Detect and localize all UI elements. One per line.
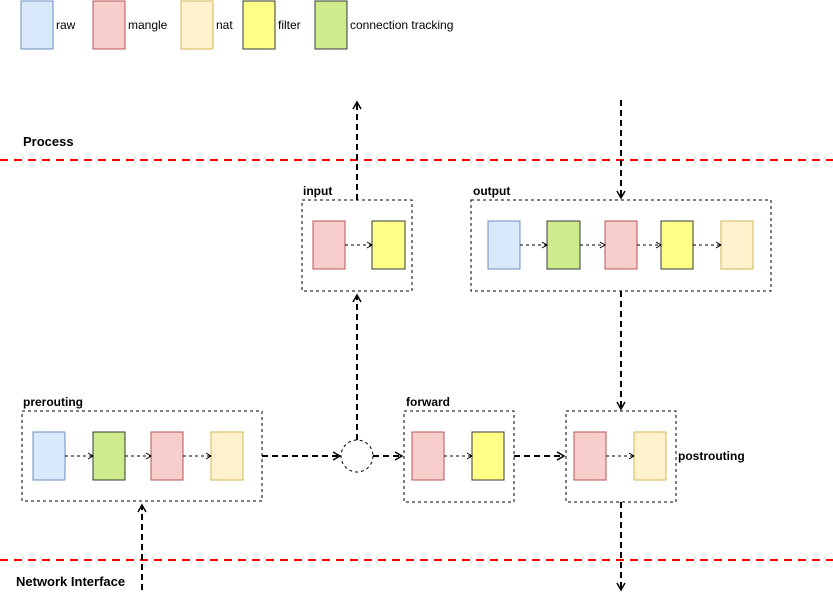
postrouting-table-nat [633, 431, 667, 481]
zone-label-process: Process [23, 134, 74, 149]
legend-swatch-nat [180, 0, 214, 50]
input-table-mangle [312, 220, 346, 270]
prerouting-table-raw [32, 431, 66, 481]
prerouting-table-mangle [150, 431, 184, 481]
output-table-raw [487, 220, 521, 270]
forward-table-filter [471, 431, 505, 481]
chain-prerouting: prerouting [21, 395, 263, 502]
legend-label-filter: filter [278, 18, 301, 32]
chain-label-input: input [303, 184, 332, 198]
chain-postrouting: postrouting [565, 410, 745, 503]
chain-input: input [301, 184, 413, 292]
output-table-conntrack [546, 220, 581, 270]
postrouting-table-mangle [573, 431, 607, 481]
output-table-filter [660, 220, 694, 270]
legend-label-nat: nat [216, 18, 233, 32]
chain-forward: forward [403, 395, 515, 503]
prerouting-table-conntrack [92, 431, 126, 481]
legend-swatch-conntrack [314, 0, 348, 50]
chain-label-forward: forward [406, 395, 450, 409]
chain-box-postrouting [565, 410, 677, 503]
legend: raw mangle nat filter connection trackin… [20, 0, 453, 50]
legend-swatch-filter [242, 0, 276, 50]
chain-box-forward [403, 410, 515, 503]
zone-label-network-interface: Network Interface [16, 574, 125, 589]
legend-label-conntrack: connection tracking [350, 18, 453, 32]
legend-label-mangle: mangle [128, 18, 168, 32]
legend-swatch-mangle [92, 0, 126, 50]
chain-label-postrouting: postrouting [678, 449, 745, 463]
output-table-mangle [604, 220, 638, 270]
chain-label-output: output [473, 184, 510, 198]
input-table-filter [371, 220, 406, 270]
routing-decision-node [340, 439, 374, 473]
forward-table-mangle [411, 431, 445, 481]
chain-label-prerouting: prerouting [23, 395, 83, 409]
output-table-nat [720, 220, 754, 270]
flow-arrows [137, 100, 626, 592]
prerouting-table-nat [210, 431, 244, 481]
chain-output: output [470, 184, 772, 292]
legend-swatch-raw [20, 0, 54, 50]
legend-label-raw: raw [56, 18, 76, 32]
